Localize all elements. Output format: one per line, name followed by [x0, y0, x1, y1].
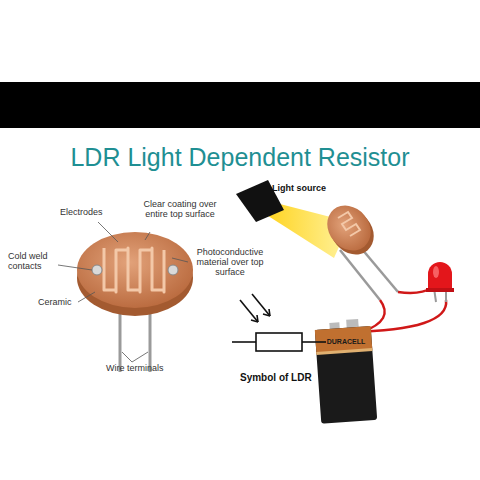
wires — [350, 288, 446, 332]
ldr-symbol — [232, 294, 326, 351]
symbol-caption: Symbol of LDR — [240, 372, 340, 383]
light-source-label: Light source — [272, 184, 342, 194]
title: LDR Light Dependent Resistor — [0, 143, 480, 172]
leader-lines — [58, 222, 188, 362]
part-label: Clear coating over entire top surface — [140, 200, 220, 220]
led — [426, 262, 454, 302]
ldr-device — [318, 197, 398, 300]
part-label: Photoconductive material over top surfac… — [190, 248, 270, 278]
part-label: Cold weld contacts — [8, 252, 58, 272]
battery — [314, 318, 377, 424]
ldr-illustration — [77, 232, 193, 372]
part-label: Electrodes — [60, 208, 120, 218]
top-band — [0, 82, 480, 128]
part-label: Ceramic — [38, 298, 88, 308]
part-label: Wire terminals — [106, 364, 186, 374]
battery-brand: DURACELL — [321, 338, 371, 346]
